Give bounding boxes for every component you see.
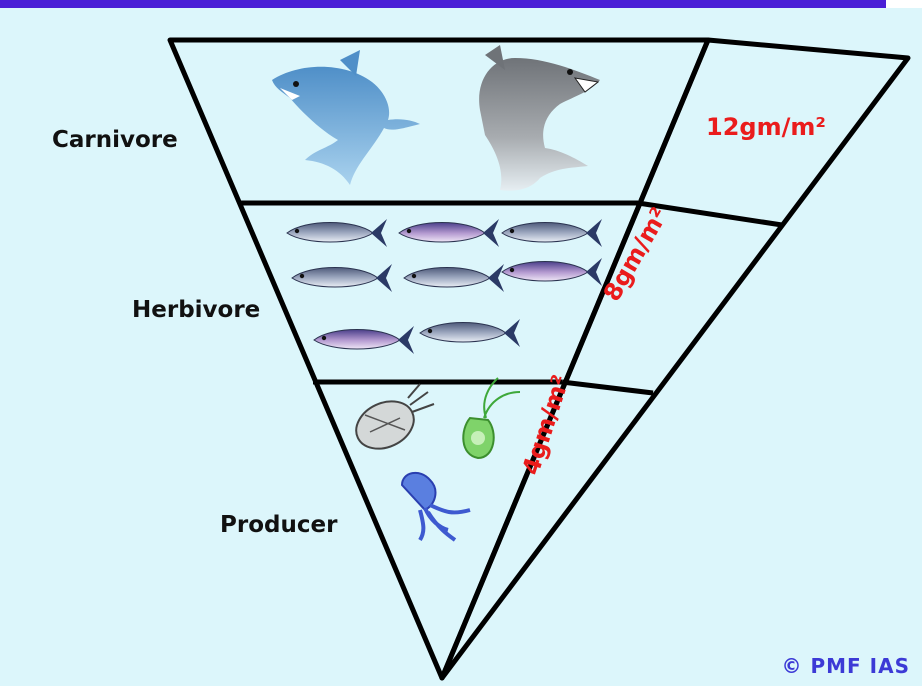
carnivore-label: Carnivore [52, 127, 178, 153]
jellyfish-icon [402, 473, 470, 540]
fish-icon [502, 219, 602, 247]
fish-icon [502, 258, 602, 286]
watermark-text: © PMF IAS [782, 654, 910, 678]
herbivore-label: Herbivore [132, 297, 260, 323]
fish-icon [292, 264, 392, 292]
tier-divider-2-side [562, 382, 653, 393]
fish-icon [314, 326, 414, 354]
algae-icon [463, 378, 520, 458]
fish-icon [404, 264, 504, 292]
shark-icon [272, 50, 420, 185]
front-face [170, 40, 708, 678]
carnivore-biomass-value: 12gm/m² [706, 113, 826, 141]
zooplankton-icon [349, 384, 434, 458]
fish-icon [420, 319, 520, 347]
shark-icon [479, 45, 600, 191]
fish-icon [399, 219, 499, 247]
producer-label: Producer [220, 512, 337, 538]
fish-icon [287, 219, 387, 247]
